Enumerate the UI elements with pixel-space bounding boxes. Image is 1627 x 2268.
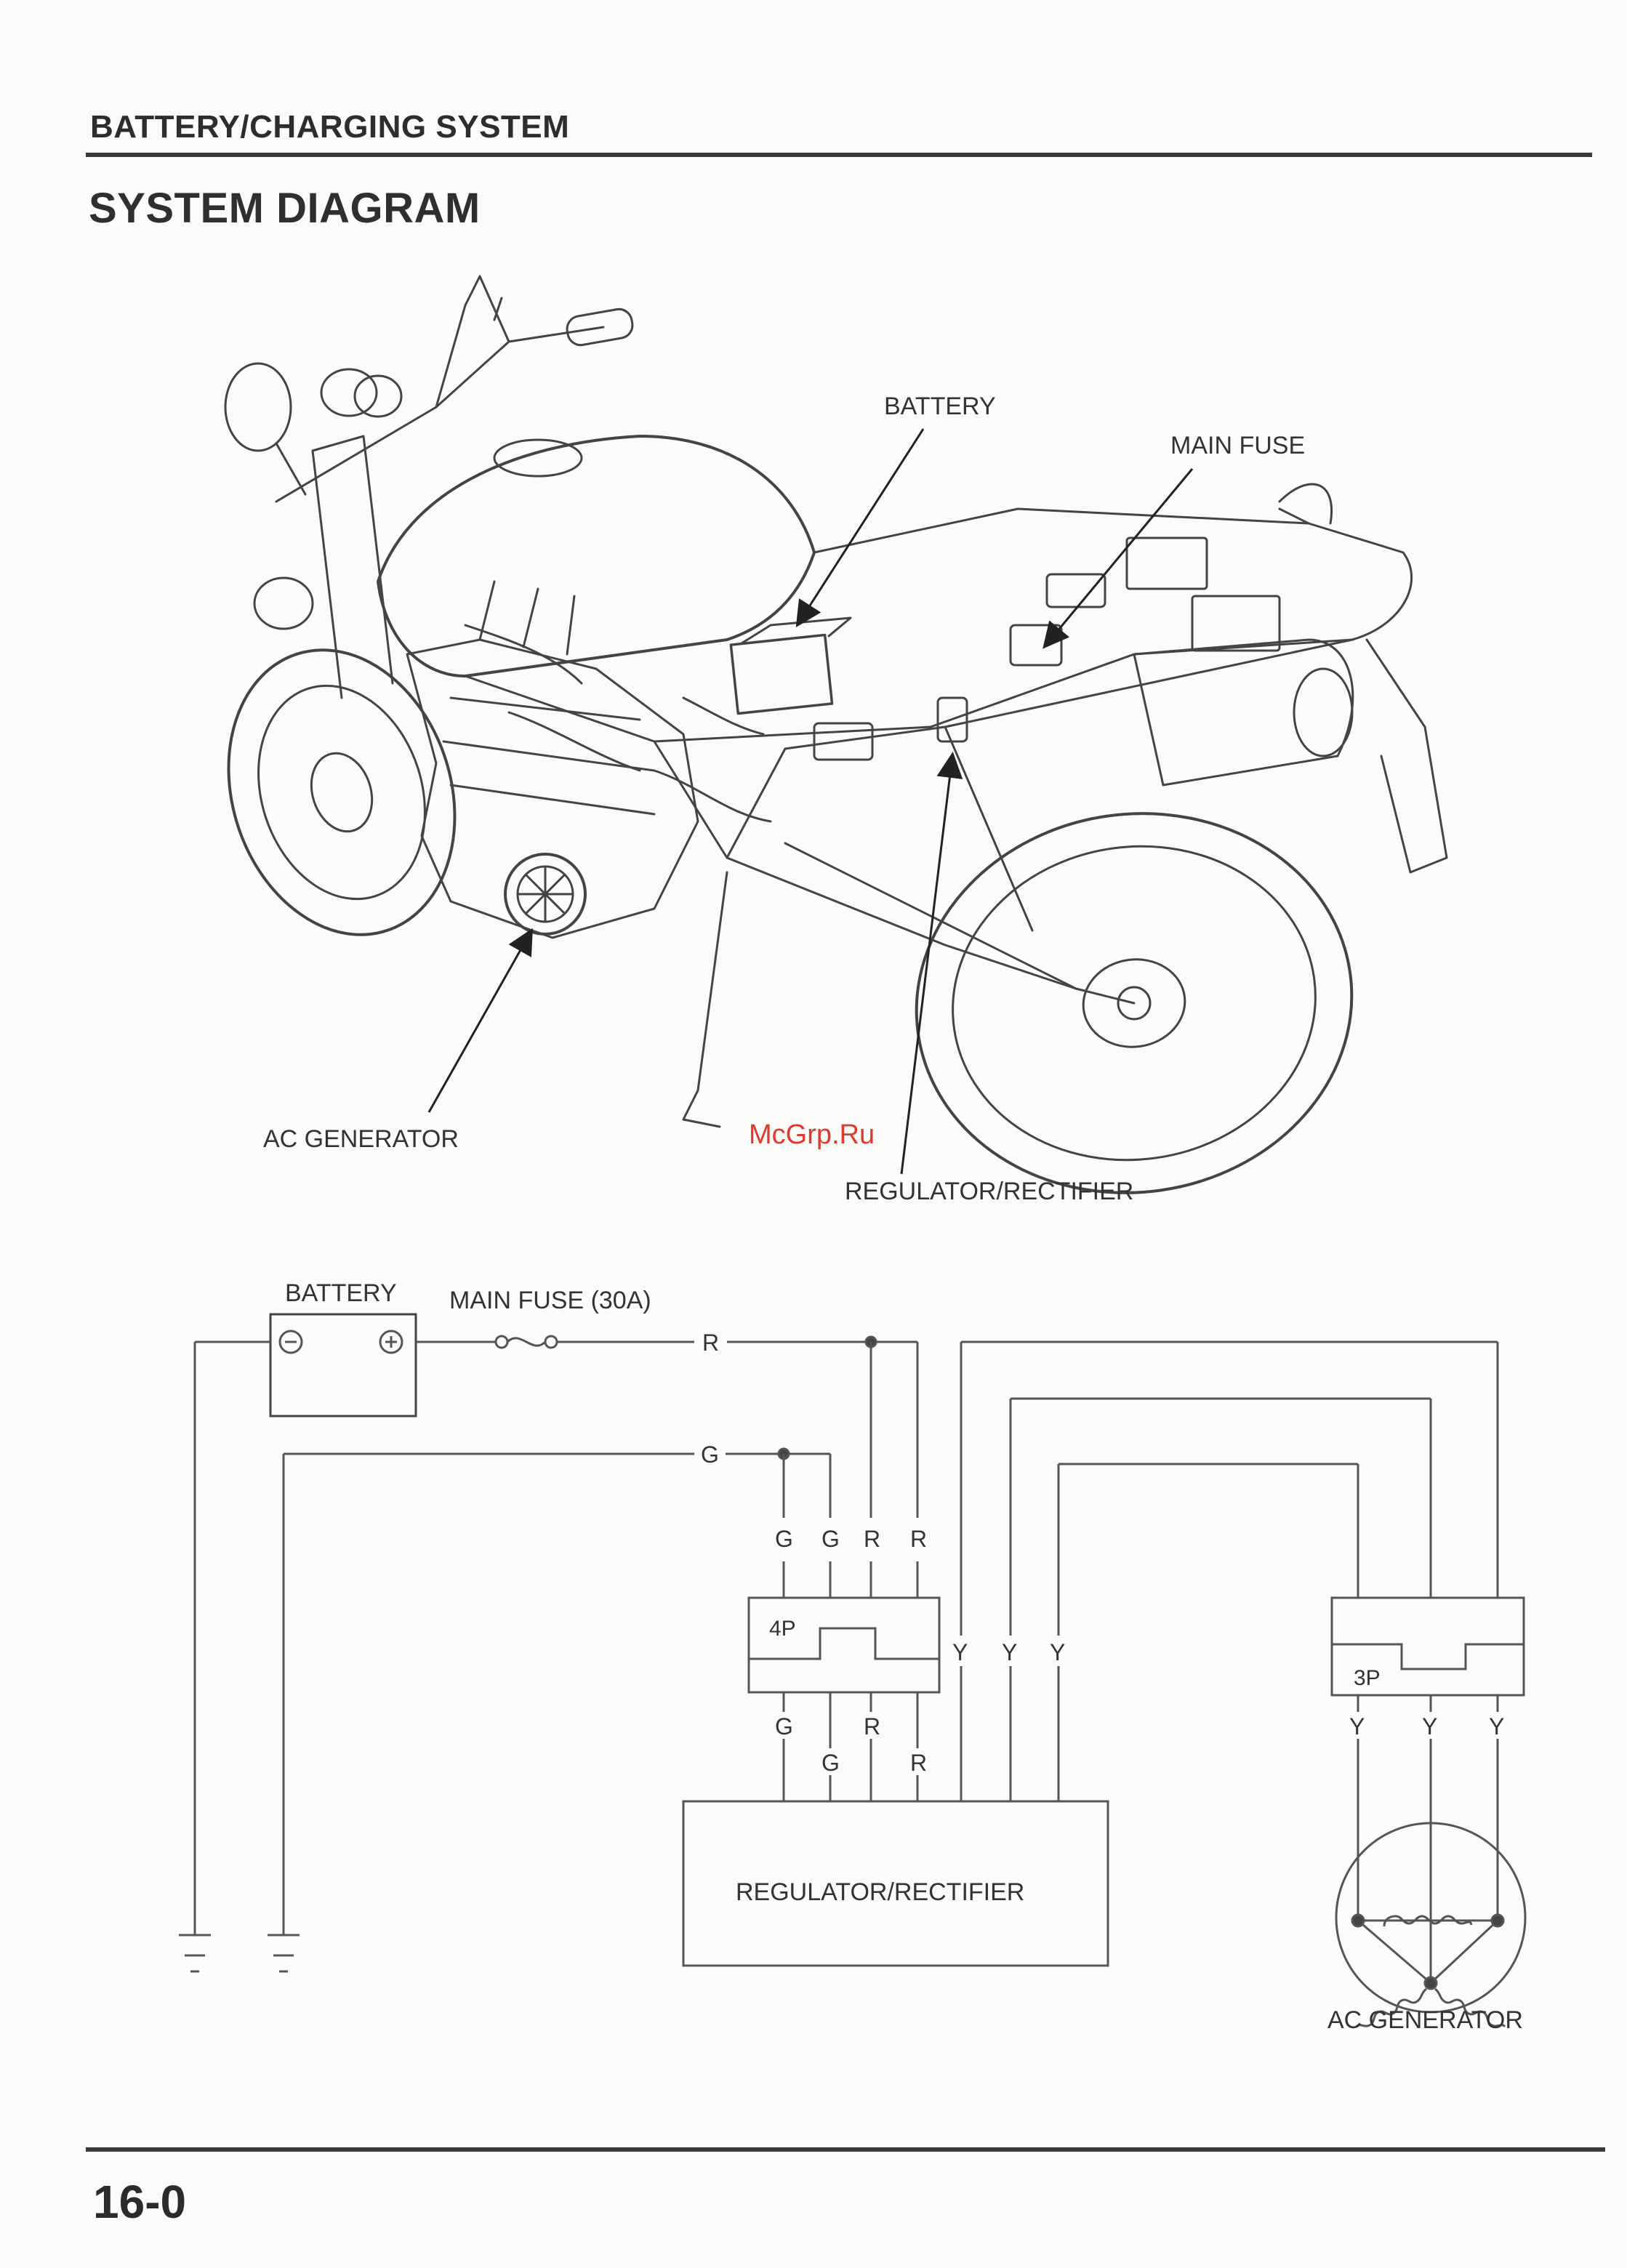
main-fuse-label: MAIN FUSE (30A) (449, 1287, 651, 1314)
wire-y-1: Y (952, 1639, 968, 1665)
connector-3p-label: 3P (1354, 1666, 1381, 1690)
wire-r-bottom-2: R (910, 1750, 927, 1776)
callout-battery: BATTERY (884, 393, 996, 420)
leader-ac-generator (429, 932, 531, 1112)
motorcycle-illustration (193, 276, 1447, 1221)
ground-symbol-1 (179, 1935, 211, 1971)
callout-main-fuse: MAIN FUSE (1170, 432, 1305, 459)
wire-y-3: Y (1050, 1639, 1065, 1665)
leader-battery (798, 429, 923, 624)
leader-main-fuse (1045, 469, 1192, 646)
wire-r-top-1: R (864, 1526, 880, 1552)
connector-4p (749, 1598, 939, 1692)
regulator-rectifier-label: REGULATOR/RECTIFIER (736, 1878, 1024, 1906)
connector-4p-label: 4P (769, 1617, 796, 1641)
wire-g-label: G (701, 1441, 719, 1468)
callout-ac-generator: AC GENERATOR (263, 1125, 459, 1153)
battery-symbol (270, 1314, 416, 1416)
wire-y-4: Y (1349, 1713, 1365, 1740)
wire-y-5: Y (1422, 1713, 1437, 1740)
battery-illustration (731, 635, 832, 713)
footer-rule (86, 2147, 1605, 2152)
ground-symbol-2 (268, 1935, 300, 1971)
ac-generator-label: AC GENERATOR (1327, 2006, 1523, 2034)
wire-g-top-2: G (821, 1526, 840, 1552)
front-wheel (193, 620, 491, 964)
wire-g-top-1: G (775, 1526, 793, 1552)
main-fuse-symbol (496, 1336, 557, 1348)
wire-r-top-2: R (910, 1526, 927, 1552)
wire-g-bottom-2: G (821, 1750, 840, 1776)
wire-y-6: Y (1489, 1713, 1504, 1740)
watermark: McGrp.Ru (749, 1119, 875, 1151)
wire-g-bottom-1: G (775, 1713, 793, 1740)
wire-r-bottom-1: R (864, 1713, 880, 1740)
wire-r-label: R (702, 1330, 719, 1356)
page-number: 16-0 (93, 2175, 186, 2229)
schematic-battery-label: BATTERY (285, 1279, 397, 1307)
wiring-schematic (179, 1314, 1525, 2012)
leader-regulator (901, 756, 952, 1174)
callout-regulator-rectifier: REGULATOR/RECTIFIER (845, 1178, 1133, 1205)
wire-y-2: Y (1002, 1639, 1017, 1665)
